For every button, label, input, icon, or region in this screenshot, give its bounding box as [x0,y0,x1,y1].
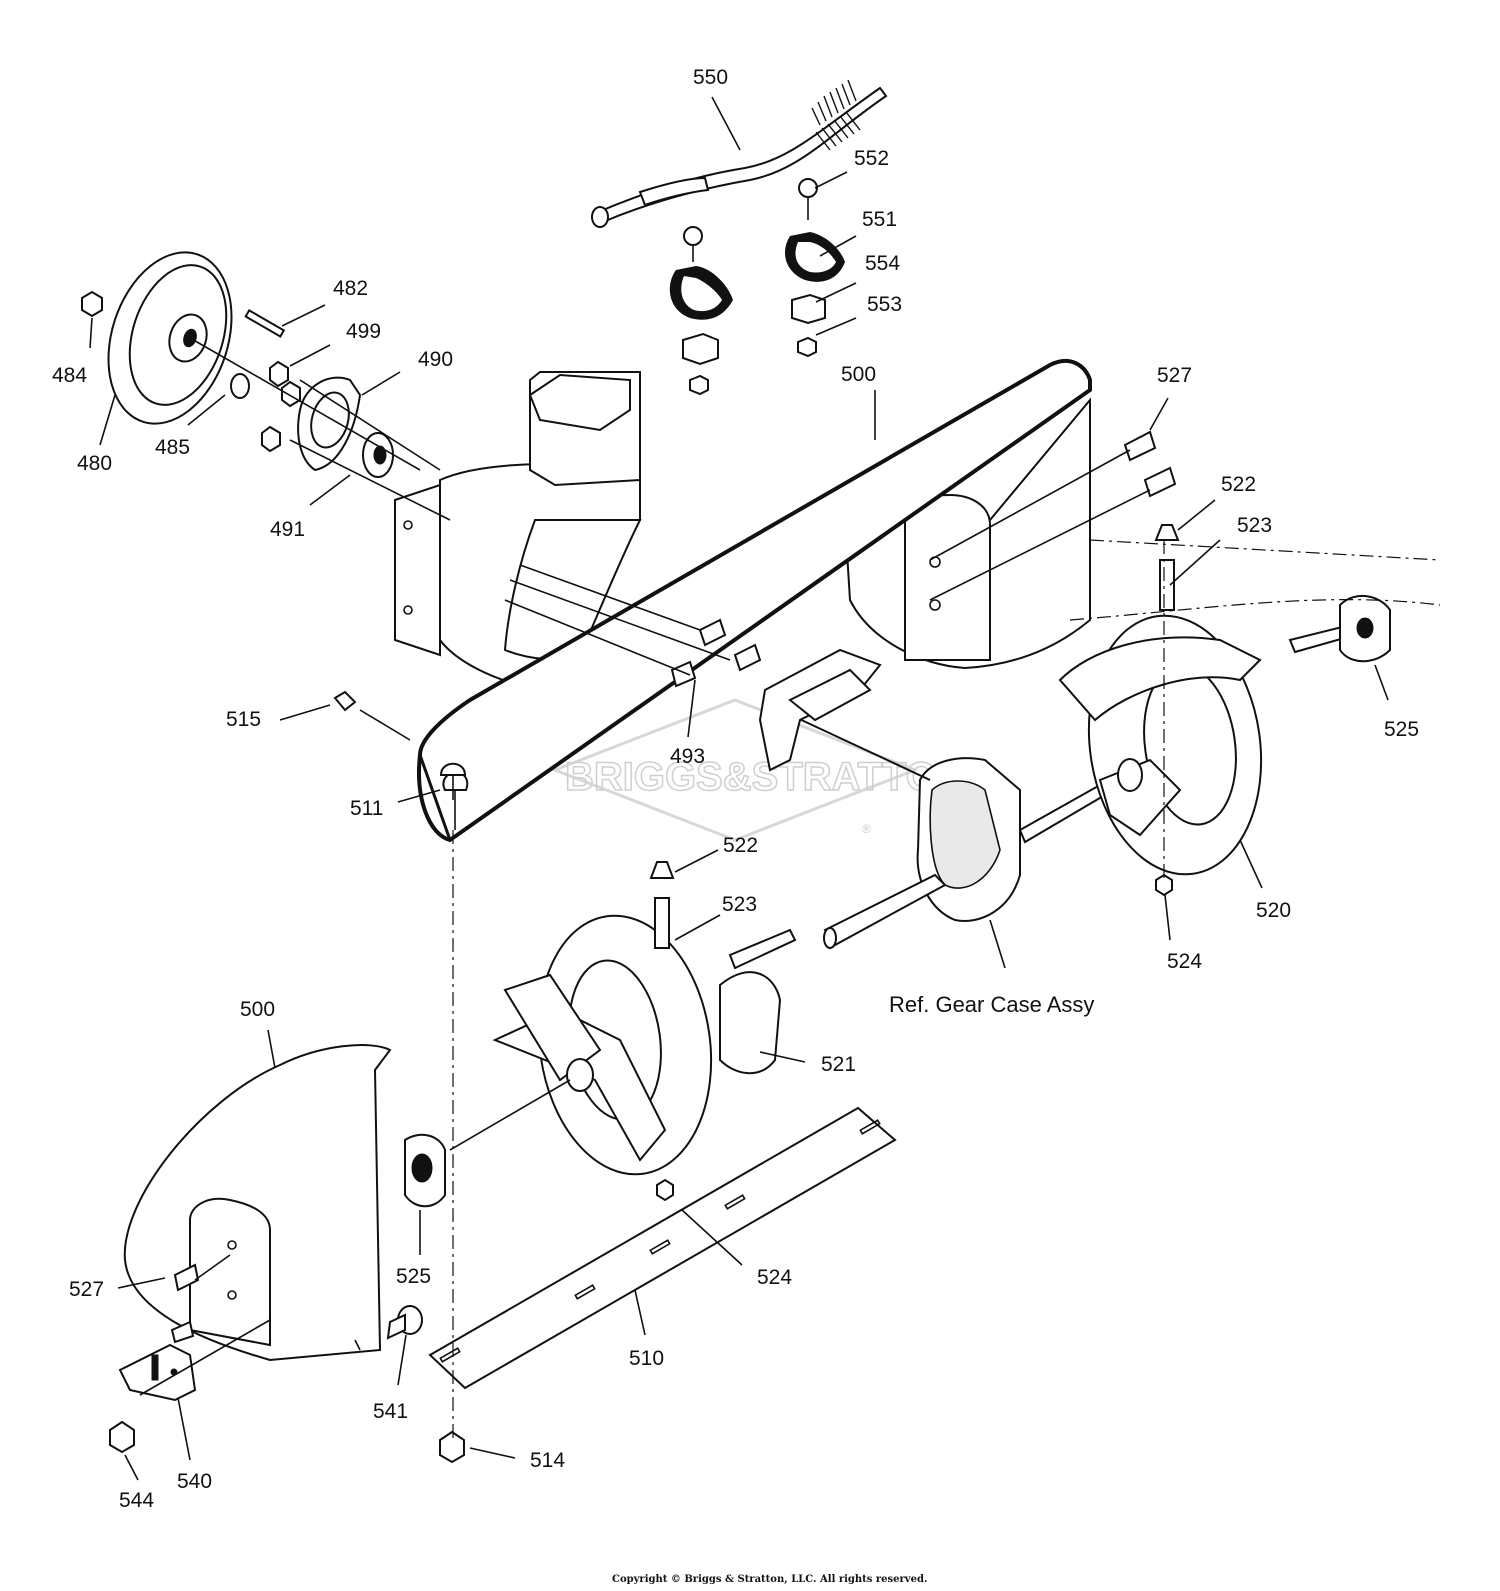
callout-500-upper: 500 [841,363,876,386]
callout-485: 485 [155,436,190,459]
callout-491: 491 [270,518,305,541]
impeller [758,648,882,772]
callout-553: 553 [867,293,902,316]
auger-right [1058,524,1391,897]
side-plate-left [123,1044,446,1362]
callout-482: 482 [333,277,368,300]
callout-527-lower: 527 [69,1278,104,1301]
callout-527-upper: 527 [1157,364,1192,387]
callout-480: 480 [77,452,112,475]
nut-484 [81,290,103,318]
callout-484: 484 [52,364,87,387]
bolts-527-lower [170,1263,200,1344]
skid-shoe [118,1343,197,1402]
callout-524-right: 524 [1167,950,1202,973]
gear-case-assembly [779,709,1107,949]
callout-522-upper: 522 [1221,473,1256,496]
callout-515: 515 [226,708,261,731]
carriage-bolt-541 [386,1305,423,1340]
callout-524-lower: 524 [757,1266,792,1289]
callout-499: 499 [346,320,381,343]
chute-crank-rod [591,79,888,228]
callout-493: 493 [670,745,705,768]
callout-500-lower: 500 [240,998,275,1021]
bolts-493 [670,618,762,688]
auger-left [492,861,797,1202]
callout-544: 544 [119,1489,154,1512]
copyright-notice: Copyright © Briggs & Stratton, LLC. All … [612,1574,927,1585]
callout-525-right: 525 [1384,718,1419,741]
callout-554: 554 [865,252,900,275]
callout-550: 550 [693,66,728,89]
watermark-registered-mark: ® [862,822,871,836]
callout-523-upper: 523 [1237,514,1272,537]
callout-521: 521 [821,1053,856,1076]
callout-551: 551 [862,208,897,231]
clip-515 [333,690,357,712]
washer-485 [230,373,250,399]
callout-525-left: 525 [396,1265,431,1288]
callout-511: 511 [350,797,383,820]
nut-514 [439,1430,465,1464]
crank-bracket-left [669,226,733,396]
auger-housing [394,359,1092,843]
carriage-bolt-511 [439,762,467,800]
callout-552: 552 [854,147,889,170]
callout-520: 520 [1256,899,1291,922]
callout-490: 490 [418,348,453,371]
callout-leaders [89,96,1389,1481]
callout-540: 540 [177,1470,212,1493]
callout-522-lower: 522 [723,834,758,857]
key-482 [244,309,286,338]
callout-510: 510 [629,1347,664,1370]
assembly-centerlines [139,337,1441,1440]
crank-bracket-right [785,178,845,358]
brand-watermark: BRIGGS&STRATTON ® [550,698,967,842]
bearing-flange [261,360,394,478]
callout-514: 514 [530,1449,565,1472]
drive-pulley [107,251,233,425]
part-callouts: 550 552 551 554 553 482 499 490 484 480 … [52,66,1419,1512]
nut-544 [109,1420,135,1454]
watermark-text: BRIGGS&STRATTON [565,755,966,799]
ref-gear-case-label: Ref. Gear Case Assy [889,992,1094,1017]
bolts-527-upper [1123,430,1177,498]
callout-541: 541 [373,1400,408,1423]
callout-523-lower: 523 [722,893,757,916]
